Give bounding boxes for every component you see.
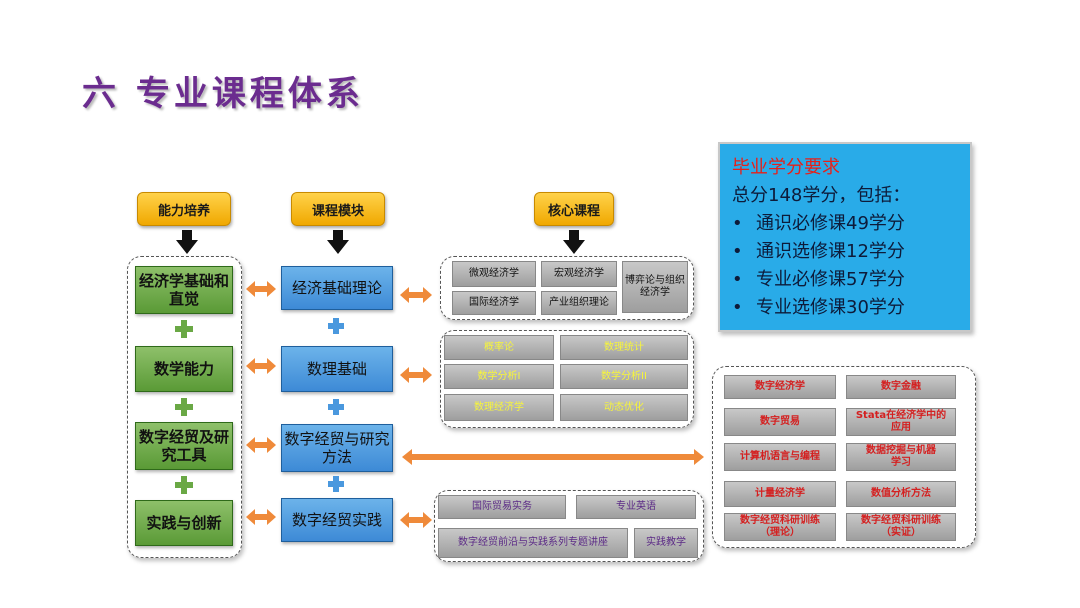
module-box: 经济基础理论 <box>281 266 393 310</box>
course-box: 国际经济学 <box>452 291 536 315</box>
course-box: 实践教学 <box>634 528 698 558</box>
course-box: 产业组织理论 <box>541 291 617 315</box>
course-box: 数据挖掘与机器学习 <box>846 443 956 471</box>
bullet-icon: • <box>732 269 743 290</box>
bullet-icon: • <box>732 213 743 234</box>
ability-container <box>127 256 242 558</box>
course-box: 数字经济学 <box>724 375 836 399</box>
course-box: 数理经济学 <box>444 394 554 421</box>
module-box: 数字经贸实践 <box>281 498 393 542</box>
core-group-4 <box>434 490 704 562</box>
module-box: 数字经贸与研究方法 <box>281 424 393 472</box>
course-box: 数字经贸科研训练（理论） <box>724 513 836 541</box>
plus-icon <box>175 320 193 338</box>
requirements-item: •专业必修课57学分 <box>732 266 958 294</box>
bullet-icon: • <box>732 241 743 262</box>
long-double-arrow-icon <box>402 449 704 465</box>
ability-box: 经济学基础和直觉 <box>135 266 233 314</box>
credit-requirements-box: 毕业学分要求 总分148学分，包括： •通识必修课49学分 •通识选修课12学分… <box>718 142 972 332</box>
ability-box: 数学能力 <box>135 346 233 392</box>
course-box: Stata在经济学中的应用 <box>846 408 956 436</box>
course-box: 数字经贸科研训练（实证） <box>846 513 956 541</box>
course-box: 博弈论与组织经济学 <box>622 261 688 313</box>
course-box: 国际贸易实务 <box>438 495 566 519</box>
requirements-total: 总分148学分，包括： <box>732 185 911 206</box>
module-box: 数理基础 <box>281 346 393 392</box>
requirements-item: •通识必修课49学分 <box>732 210 958 238</box>
double-arrow-icon <box>246 437 276 453</box>
double-arrow-icon <box>246 509 276 525</box>
plus-icon <box>328 318 344 334</box>
course-box: 数字贸易 <box>724 408 836 436</box>
double-arrow-icon <box>246 358 276 374</box>
ability-box: 实践与创新 <box>135 500 233 546</box>
header-ability: 能力培养 <box>137 192 231 226</box>
course-box: 微观经济学 <box>452 261 536 287</box>
ability-box: 数字经贸及研究工具 <box>135 422 233 470</box>
core-group-3 <box>712 366 976 548</box>
course-box: 数值分析方法 <box>846 481 956 507</box>
plus-icon <box>328 399 344 415</box>
course-box: 动态优化 <box>560 394 688 421</box>
plus-icon <box>175 476 193 494</box>
plus-icon <box>175 398 193 416</box>
requirements-item: •通识选修课12学分 <box>732 238 958 266</box>
course-box: 宏观经济学 <box>541 261 617 287</box>
core-group-1 <box>440 256 694 320</box>
bullet-icon: • <box>732 297 743 318</box>
course-box: 计算机语言与编程 <box>724 443 836 471</box>
header-module: 课程模块 <box>291 192 385 226</box>
course-box: 数字经贸前沿与实践系列专题讲座 <box>438 528 628 558</box>
requirements-item: •专业选修课30学分 <box>732 294 958 322</box>
double-arrow-icon <box>246 281 276 297</box>
down-arrow-icon <box>563 230 585 254</box>
course-box: 专业英语 <box>576 495 696 519</box>
double-arrow-icon <box>400 367 432 383</box>
double-arrow-icon <box>400 287 432 303</box>
course-box: 计量经济学 <box>724 481 836 507</box>
course-box: 数理统计 <box>560 335 688 360</box>
down-arrow-icon <box>176 230 198 254</box>
core-group-2 <box>440 330 694 428</box>
double-arrow-icon <box>400 512 432 528</box>
page-title: 六 专业课程体系 <box>82 74 364 114</box>
course-box: 数学分析I <box>444 364 554 389</box>
plus-icon <box>328 476 344 492</box>
course-box: 概率论 <box>444 335 554 360</box>
header-core: 核心课程 <box>534 192 614 226</box>
down-arrow-icon <box>327 230 349 254</box>
requirements-title: 毕业学分要求 <box>732 157 840 178</box>
course-box: 数学分析II <box>560 364 688 389</box>
course-box: 数字金融 <box>846 375 956 399</box>
